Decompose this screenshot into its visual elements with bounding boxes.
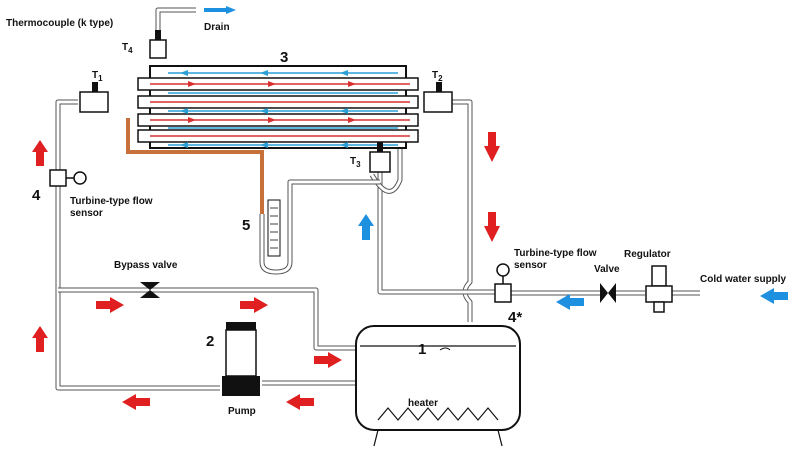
thermocouple-icon — [149, 39, 167, 59]
regulator-label: Regulator — [624, 249, 671, 260]
thermocouple-icon — [79, 91, 109, 113]
pipe-cold-down — [377, 172, 498, 295]
regulator-icon — [651, 265, 667, 287]
hx-cold-flow — [168, 72, 398, 146]
drain: Drain — [204, 6, 236, 33]
cold-flow-arrows — [358, 214, 788, 310]
flow-sensor-right: Turbine-type flow sensor 4* — [494, 248, 597, 326]
flow-sensor-left-line2: sensor — [70, 208, 103, 219]
arrow-up-icon — [32, 140, 48, 166]
arrow-up-icon — [358, 214, 374, 240]
arrow-down-icon — [484, 212, 500, 242]
valve-icon — [140, 282, 160, 290]
pipe-network — [55, 7, 700, 391]
arrow-down-icon — [484, 132, 500, 162]
manometer-number: 5 — [242, 217, 250, 234]
t1-label: T1 — [92, 70, 103, 83]
thermocouple-label: Thermocouple (k type) — [6, 18, 113, 29]
tank-body — [355, 325, 521, 431]
flow-sensor-icon — [494, 283, 512, 303]
thermocouple-t2: T2 — [423, 70, 453, 113]
arrow-left-icon — [122, 394, 150, 410]
arrow-up-icon — [32, 326, 48, 352]
thermocouple-icon — [369, 151, 391, 173]
drain-arrow-icon — [204, 8, 226, 12]
manometer: 5 — [242, 199, 293, 275]
bypass-valve-label: Bypass valve — [114, 260, 178, 271]
flow-sensor-right-number: 4* — [508, 309, 522, 326]
arrow-right-icon — [314, 352, 342, 368]
t4-label: T4 — [122, 42, 133, 55]
flow-sensor-left-line1: Turbine-type flow — [70, 196, 153, 207]
hx-hot-chevrons — [188, 81, 356, 123]
tank-number: 1 — [418, 341, 426, 358]
t3-label: T3 — [350, 156, 361, 169]
arrow-left-icon — [760, 288, 788, 304]
flow-sensor-left: 4 Turbine-type flow sensor — [32, 169, 153, 219]
valve-label: Valve — [594, 264, 620, 275]
t2-label: T2 — [432, 70, 443, 83]
pump-icon — [225, 329, 257, 377]
flow-sensor-left-number: 4 — [32, 187, 41, 204]
regulator: Regulator — [624, 249, 673, 313]
flow-sensor-right-line2: sensor — [514, 260, 547, 271]
pump: 2 Pump — [206, 322, 260, 417]
hot-flow-arrows — [32, 132, 500, 410]
arrow-left-icon — [556, 294, 584, 310]
drain-label: Drain — [204, 22, 230, 33]
cold-water-supply-label: Cold water supply — [700, 274, 787, 285]
heater-label: heater — [408, 398, 438, 409]
thermocouple-t4: Thermocouple (k type) T4 — [6, 18, 167, 59]
valve-icon — [600, 283, 608, 303]
orange-pressure-tube — [126, 118, 264, 218]
flow-sensor-icon — [49, 169, 67, 187]
arrow-left-icon — [286, 394, 314, 410]
tank: 1 heater — [355, 325, 521, 447]
hx-cold-chevrons — [180, 70, 348, 148]
pipe-manometer — [287, 179, 380, 218]
pump-label: Pump — [228, 406, 256, 417]
supply-valve: Valve — [594, 264, 620, 303]
thermocouple-icon — [423, 91, 453, 113]
thermocouple-t3: T3 — [350, 142, 391, 173]
thermocouple-t1: T1 — [79, 70, 109, 113]
heater-icon — [377, 407, 499, 421]
hx-number: 3 — [280, 49, 288, 66]
pipe-right-return — [452, 99, 473, 322]
flow-sensor-right-line1: Turbine-type flow — [514, 248, 597, 259]
arrow-right-icon — [96, 297, 124, 313]
manometer-scale — [267, 199, 281, 257]
pump-number: 2 — [206, 333, 214, 350]
heat-exchanger: 3 — [137, 49, 419, 149]
arrow-right-icon — [240, 297, 268, 313]
bypass-valve: Bypass valve — [114, 260, 178, 298]
